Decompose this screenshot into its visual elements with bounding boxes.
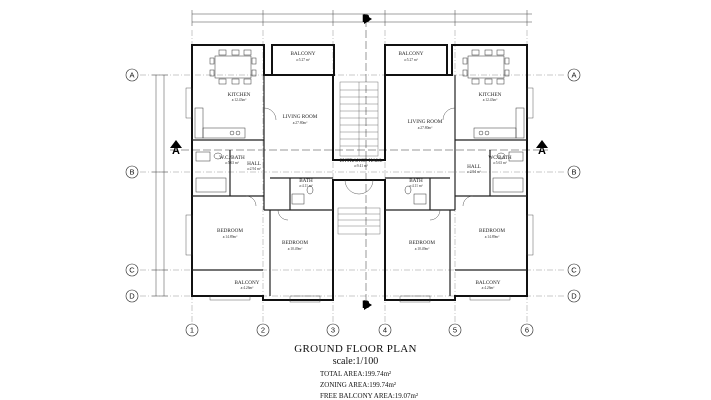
axis-bubble-row-d-right (567, 289, 581, 303)
axis-bubble-row-d (125, 289, 139, 303)
room-name: BEDROOM (409, 240, 435, 246)
room-area: a:5.27 m² (296, 58, 310, 62)
axis-bubble-row-a (125, 68, 139, 82)
room-name: WC/BATH (488, 155, 512, 161)
bathroom-fixtures (195, 151, 524, 205)
room-name: BEDROOM (479, 228, 505, 234)
room-name: BALCONY (475, 280, 500, 286)
section-label-right: A (538, 145, 546, 157)
section-label-left: A (172, 145, 180, 157)
total-area-text: TOTAL AREA:199.74m² (320, 370, 392, 378)
room-name: BATH (299, 178, 313, 184)
axis-bubble-row-b-right (567, 165, 581, 179)
axis-label-row-b-right: B (571, 168, 576, 177)
room-area: a:10.49m² (415, 247, 430, 251)
room-name: BALCONY (234, 280, 259, 286)
interior-walls (192, 75, 527, 296)
kitchen-furniture (194, 49, 525, 139)
axis-bubble-col-6 (520, 323, 534, 337)
row-axis-labels: A B C D A B C D (129, 71, 577, 301)
room-area: a:4.11 m² (409, 184, 423, 188)
axis-label-row-a: A (129, 71, 134, 80)
room-area: a:10.49m² (288, 247, 303, 251)
room-area: a:12.43m² (232, 98, 247, 102)
room-name: KITCHEN (479, 92, 502, 98)
axis-bubble-row-b (125, 165, 139, 179)
room-area: a:2.94 m² (247, 167, 261, 171)
axis-bubble-row-c-right (567, 263, 581, 277)
section-label-top: B (362, 13, 370, 25)
axis-label-row-c-right: C (571, 266, 577, 275)
axis-label-row-c: C (129, 266, 135, 275)
room-area: a:12.43m² (483, 98, 498, 102)
zoning-area-text: ZONING AREA:199.74m² (320, 381, 396, 389)
room-name: BEDROOM (282, 240, 308, 246)
grid-axis-lines (140, 30, 566, 322)
window-markers (185, 87, 534, 303)
room-name: HALL (467, 164, 481, 170)
room-name: KITCHEN (228, 92, 251, 98)
axis-bubble-col-5 (448, 323, 462, 337)
axis-label-row-a-right: A (571, 71, 576, 80)
room-name: BALCONY (398, 51, 423, 57)
room-area: a:27.80m² (418, 126, 433, 130)
room-area: a:14.89m² (485, 235, 500, 239)
room-name: BEDROOM (217, 228, 243, 234)
row-axis-bubbles (125, 68, 581, 303)
free-balcony-area-text: FREE BALCONY AREA:19.07m² (320, 392, 419, 400)
room-area: a:5.27 m² (404, 58, 418, 62)
axis-label-col-2: 2 (261, 326, 265, 335)
room-area: a:4.26m² (241, 286, 254, 290)
column-axis-bubbles (185, 323, 534, 337)
room-area: a:5.63 m² (225, 161, 239, 165)
plan-scale: scale:1/100 (332, 356, 379, 367)
axis-bubble-col-4 (378, 323, 392, 337)
door-swings (245, 107, 474, 221)
axis-label-col-5: 5 (453, 326, 457, 335)
room-name: BALCONY (290, 51, 315, 57)
axis-bubble-col-2 (256, 323, 270, 337)
staircase (337, 81, 381, 235)
room-area: a:5.63 m² (493, 161, 507, 165)
top-dimension-line (191, 10, 532, 26)
section-arrow-right-icon (536, 140, 548, 148)
axis-label-row-b: B (129, 168, 134, 177)
room-name: HALL (247, 161, 261, 167)
axis-bubble-row-c (125, 263, 139, 277)
axis-label-row-d: D (129, 292, 135, 301)
room-area: a:4.26m² (482, 286, 495, 290)
room-name: BATH (409, 178, 423, 184)
axis-label-col-1: 1 (190, 326, 194, 335)
axis-label-row-d-right: D (571, 292, 577, 301)
room-area: a:4.11 m² (299, 184, 313, 188)
room-name: LIVING ROOM (283, 114, 318, 120)
axis-label-col-3: 3 (331, 326, 335, 335)
axis-label-col-4: 4 (383, 326, 387, 335)
room-name: W.C./BATH (219, 155, 245, 161)
axis-bubble-col-1 (185, 323, 199, 337)
section-arrow-left-icon (170, 140, 182, 148)
left-dimension-line (152, 74, 168, 297)
room-area: a:9.41 m² (354, 164, 368, 168)
room-area: a:27.80m² (293, 121, 308, 125)
room-area: a:14.89m² (223, 235, 238, 239)
column-axis-labels: 1 2 3 4 5 6 (190, 326, 529, 335)
section-markers: A A B B (170, 13, 548, 311)
section-arrow-bottom-icon (364, 300, 372, 310)
plan-title: GROUND FLOOR PLAN (294, 343, 417, 355)
section-label-bottom: B (362, 299, 370, 311)
room-name: ENTRANCE HALL (340, 158, 383, 164)
axis-bubble-col-3 (326, 323, 340, 337)
axis-bubble-row-a-right (567, 68, 581, 82)
room-area: a:2.94 m² (467, 170, 481, 174)
room-name: LIVING ROOM (408, 119, 443, 125)
room-labels: BALCONY a:5.27 m² KITCHEN a:12.43m² LIVI… (217, 51, 512, 290)
exterior-walls (191, 44, 528, 301)
axis-label-col-6: 6 (525, 326, 529, 335)
